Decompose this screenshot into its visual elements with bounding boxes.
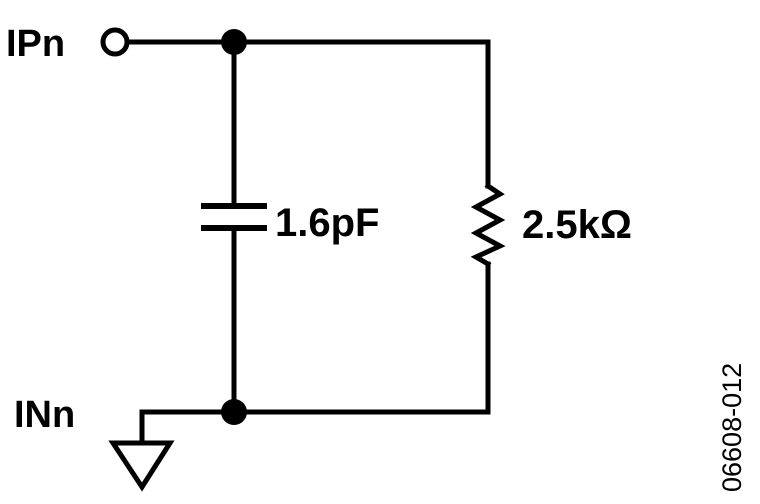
inn-label: INn (14, 394, 75, 436)
figure-id-label: 06608-012 (717, 363, 747, 492)
top-wire (125, 39, 491, 189)
ipn-terminal (100, 27, 130, 57)
resistor-symbol (470, 182, 506, 268)
ground-symbol (108, 440, 175, 492)
ipn-label: IPn (6, 23, 65, 65)
capacitor-value-label: 1.6pF (275, 201, 379, 245)
capacitor-symbol (201, 203, 267, 231)
junction-dot-top (221, 29, 247, 55)
resistor-value-label: 2.5kΩ (522, 203, 632, 247)
junction-dot-bottom (221, 399, 247, 425)
bottom-wire (139, 261, 491, 446)
